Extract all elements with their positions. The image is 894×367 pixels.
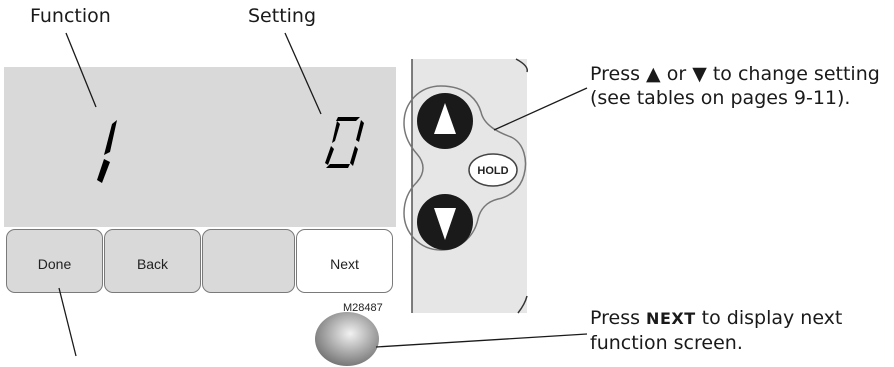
function-digit <box>97 120 117 183</box>
setting-label: Setting <box>248 5 317 27</box>
down-triangle-icon: ▼ <box>692 63 707 85</box>
arrows-note: Press ▲ or ▼ to change setting (see tabl… <box>590 63 880 109</box>
hold-label: HOLD <box>477 165 508 177</box>
next-physical-button[interactable] <box>315 312 379 366</box>
done-button[interactable]: Done <box>6 229 103 293</box>
next-button[interactable]: Next <box>296 229 393 293</box>
blank-button[interactable] <box>202 229 295 293</box>
up-triangle-icon: ▲ <box>646 63 661 85</box>
figure-id: M28487 <box>343 302 383 314</box>
next-key-name: NEXT <box>646 309 696 328</box>
function-label: Function <box>30 5 111 27</box>
back-button[interactable]: Back <box>104 229 201 293</box>
back-button-label: Back <box>136 256 169 272</box>
up-button[interactable] <box>417 93 473 149</box>
up-arrow-icon <box>434 103 456 134</box>
next-button-label: Next <box>330 256 359 272</box>
hold-button[interactable]: HOLD <box>468 153 518 187</box>
done-button-label: Done <box>37 256 72 272</box>
next-note: Press NEXT to display next function scre… <box>590 307 843 354</box>
down-button[interactable] <box>417 194 473 250</box>
keypad-panel <box>403 58 529 314</box>
setting-digit <box>325 117 364 168</box>
down-arrow-icon <box>434 208 456 240</box>
leader-lines <box>58 32 588 357</box>
